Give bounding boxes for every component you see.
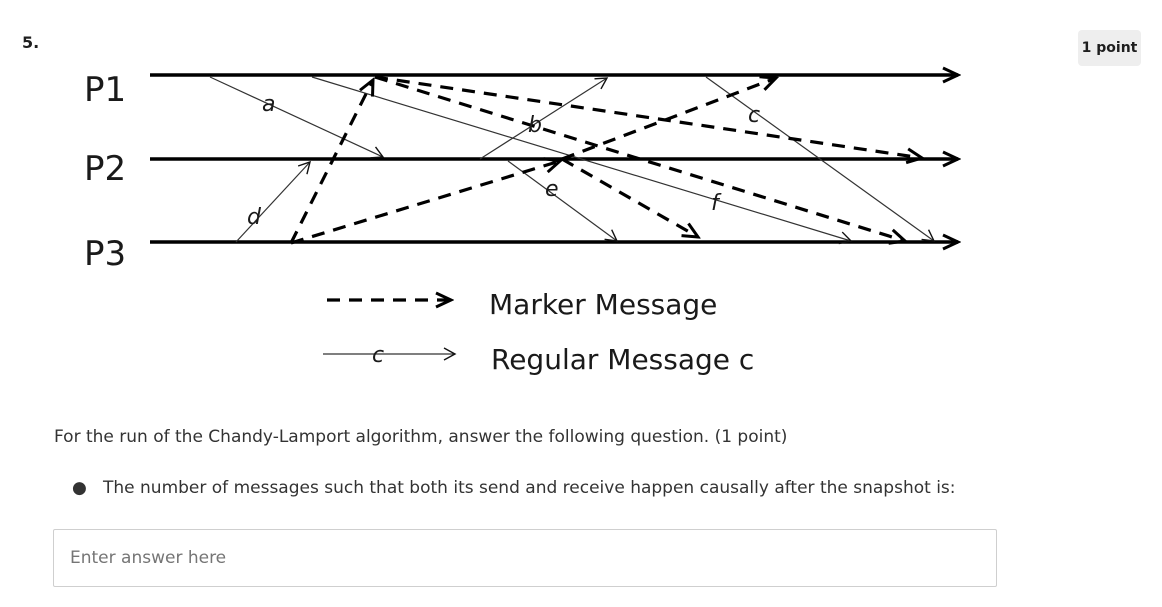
marker-message-p3-p1: [289, 80, 373, 244]
process-label-p1: P1: [84, 70, 126, 110]
marker-message-p2-p3: [561, 157, 698, 237]
points-badge: 1 point: [1078, 30, 1141, 66]
legend-regular-sample-label: c: [372, 343, 384, 368]
question-number: 5.: [22, 33, 40, 52]
regular-message-a: [209, 76, 385, 159]
question-bullet: ● The number of messages such that both i…: [72, 478, 956, 498]
message-label-f: f: [711, 191, 722, 216]
answer-input[interactable]: [53, 529, 997, 587]
regular-message-e: [507, 160, 619, 242]
marker-message-p1-p3: [374, 75, 905, 241]
message-label-e: e: [545, 177, 559, 202]
regular-message-b: [479, 77, 609, 160]
message-label-a: a: [262, 92, 275, 117]
regular-message-d: [235, 160, 311, 243]
bullet-text: The number of messages such that both it…: [103, 478, 956, 498]
marker-message-p1-p2: [374, 75, 922, 158]
marker-message-p2-p1: [561, 78, 776, 161]
message-label-c: c: [748, 103, 760, 128]
legend-marker-label: Marker Message: [489, 288, 717, 321]
regular-message-f: [311, 76, 853, 245]
legend-regular-label: Regular Message c: [491, 343, 754, 376]
bullet-icon: ●: [72, 478, 87, 498]
process-label-p3: P3: [84, 234, 126, 274]
marker-message-p3-p2: [290, 161, 560, 245]
message-label-d: d: [247, 205, 262, 230]
process-label-p2: P2: [84, 149, 126, 189]
question-prompt: For the run of the Chandy-Lamport algori…: [54, 427, 788, 447]
regular-message-c: [705, 76, 936, 242]
message-label-b: b: [528, 113, 542, 138]
space-time-diagram: P1 P2 P3 a b c d e f Marker Message c Re…: [84, 0, 1000, 376]
